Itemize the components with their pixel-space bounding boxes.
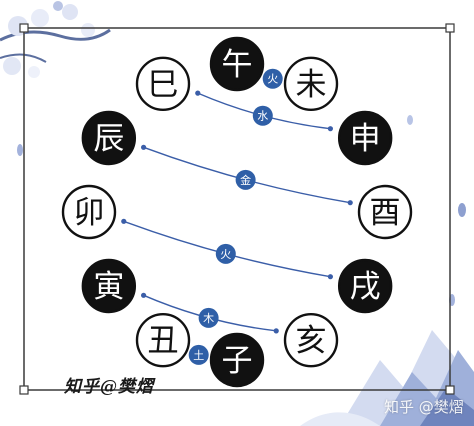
diagram-frame: [19, 23, 455, 395]
branch-label: 申: [350, 121, 381, 157]
branch-circle: [81, 258, 137, 314]
branch-circle: [283, 312, 339, 368]
branch-circle: [209, 332, 265, 388]
element-badge-label: 金: [240, 173, 251, 187]
branch-node-mao: 卯: [61, 184, 117, 240]
branch-node-chou: 丑: [135, 312, 191, 368]
branch-circle: [337, 258, 393, 314]
links-layer: [121, 70, 353, 356]
branch-circle: [337, 110, 393, 166]
element-badge: 金: [235, 169, 256, 190]
branch-label: 寅: [93, 269, 124, 305]
branch-node-shen: 申: [337, 110, 393, 166]
branch-node-wu: 午: [209, 36, 265, 92]
element-badge: 火: [215, 243, 236, 264]
element-badge-label: 木: [203, 312, 214, 325]
element-badge-circle: [215, 243, 236, 264]
branch-label: 未: [296, 67, 327, 103]
element-badge: 木: [198, 307, 219, 328]
decor-top-left-branch: [0, 1, 111, 78]
branch-label: 子: [222, 343, 253, 379]
element-badge: 火: [262, 68, 283, 89]
branch-label: 戌: [350, 269, 381, 305]
branch-circle: [61, 184, 117, 240]
element-badge: 土: [188, 344, 209, 365]
element-badge-circle: [262, 68, 283, 89]
branch-label: 酉: [370, 195, 401, 231]
element-badge-circle: [235, 169, 256, 190]
link-endpoint-dot: [195, 90, 201, 96]
branch-circle: [209, 36, 265, 92]
watermark-text: 知乎 @樊熠: [384, 398, 464, 416]
branch-circle: [81, 110, 137, 166]
branch-node-chen: 辰: [81, 110, 137, 166]
element-badge-circle: [198, 307, 219, 328]
branch-circle: [135, 312, 191, 368]
branch-label: 午: [222, 47, 253, 83]
author-caption: 知乎@樊熠: [64, 377, 154, 397]
element-badge-circle: [188, 344, 209, 365]
link-endpoint-dot: [141, 292, 147, 298]
link-endpoint-dot: [121, 218, 127, 224]
branch-label: 亥: [296, 323, 327, 359]
link-endpoint-dot: [141, 144, 147, 150]
branch-node-xu: 戌: [337, 258, 393, 314]
branch-label: 巳: [148, 67, 179, 103]
link-endpoint-dot: [327, 274, 333, 280]
branch-label: 卯: [74, 195, 105, 231]
branch-label: 丑: [148, 323, 179, 359]
branch-circle: [135, 56, 191, 112]
branch-node-yin: 寅: [81, 258, 137, 314]
branch-circle: [357, 184, 413, 240]
element-badge-label: 水: [257, 110, 268, 123]
branch-node-si: 巳: [135, 56, 191, 112]
element-badge-circle: [252, 105, 273, 126]
branch-circle: [283, 56, 339, 112]
decor-bottom-right-mountains: [300, 330, 474, 426]
branch-node-you: 酉: [357, 184, 413, 240]
branch-label: 辰: [93, 121, 124, 157]
branch-node-zi: 子: [209, 332, 265, 388]
element-badge-label: 火: [220, 248, 231, 261]
link-endpoint-dot: [273, 328, 279, 334]
element-badge: 水: [252, 105, 273, 126]
link-endpoint-dot: [347, 200, 353, 206]
branch-node-wei: 未: [283, 56, 339, 112]
element-badge-label: 土: [193, 349, 204, 362]
link-endpoint-dot: [327, 126, 333, 132]
branch-node-hai: 亥: [283, 312, 339, 368]
element-badge-label: 火: [267, 73, 278, 86]
